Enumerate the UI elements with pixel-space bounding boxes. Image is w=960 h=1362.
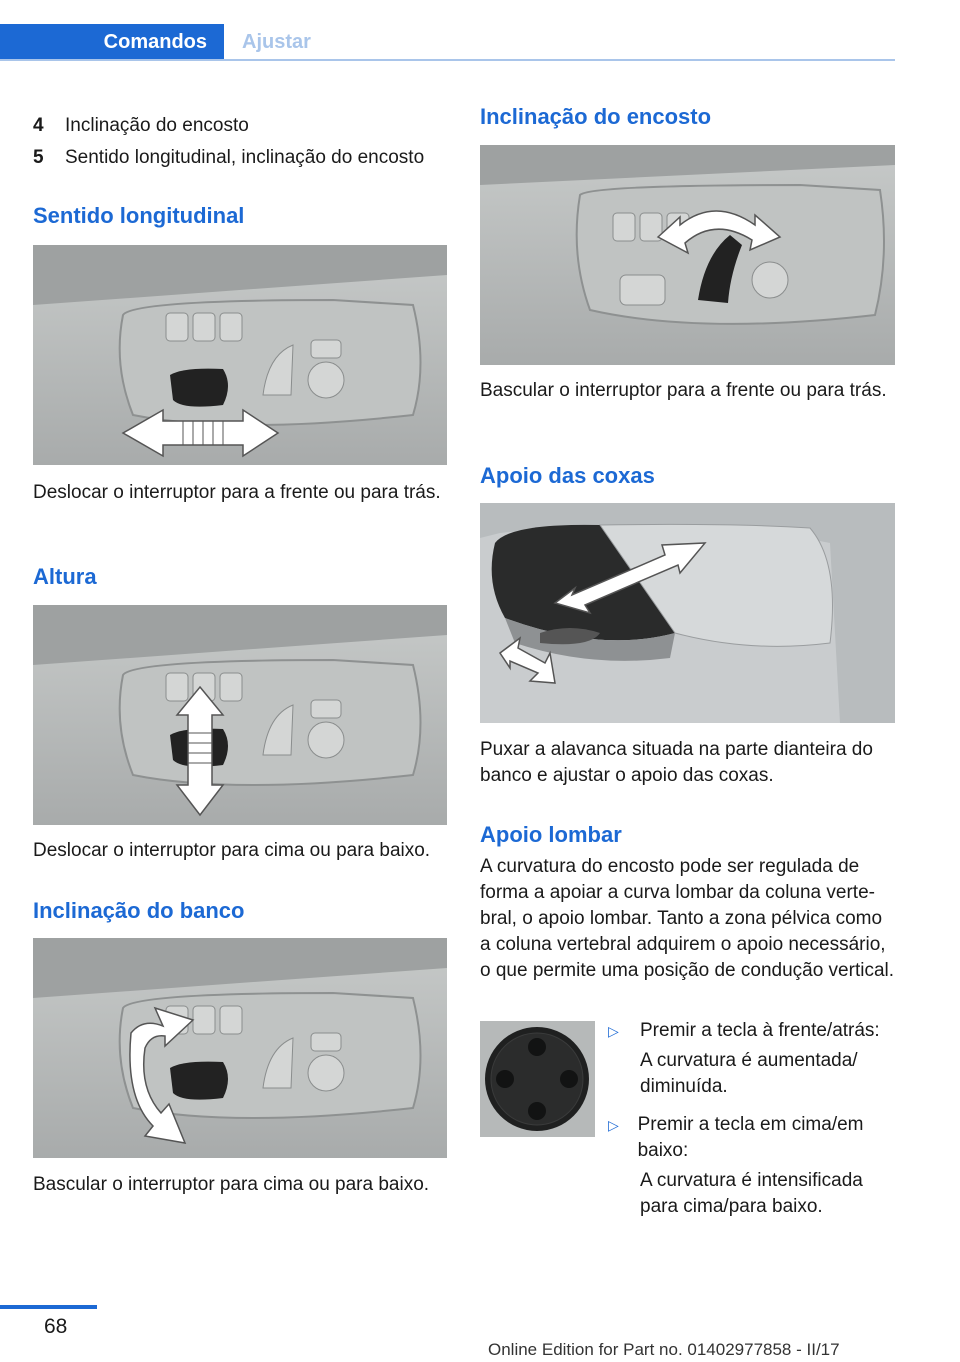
list-item: ▷ Premir a tecla em cima/em baixo: bbox=[608, 1112, 898, 1164]
heading-apoio-lombar: Apoio lombar bbox=[480, 822, 622, 847]
seat-controls-height-image bbox=[33, 605, 447, 825]
caption-longitudinal: Deslocar o interruptor para a frente ou … bbox=[33, 482, 441, 503]
triangle-bullet-icon: ▷ bbox=[608, 1117, 619, 1133]
thigh-support-image bbox=[480, 503, 895, 723]
caption-apoio-coxas: Puxar a alavanca situada na parte diante… bbox=[480, 739, 873, 786]
edition-info: Online Edition for Part no. 01402977858 … bbox=[488, 1340, 840, 1359]
lumbar-instructions: ▷ Premir a tecla à frente/atrás: A curva… bbox=[608, 1018, 898, 1220]
caption-inclinacao-banco: Bascular o interruptor para cima ou para… bbox=[33, 1174, 430, 1195]
triangle-bullet-icon: ▷ bbox=[608, 1023, 619, 1039]
tab-ajustar[interactable]: Ajustar bbox=[242, 30, 311, 53]
list-item: 4 Inclinação do encosto bbox=[33, 115, 249, 136]
caption-inclinacao-encosto: Bascular o interruptor para a frente ou … bbox=[480, 380, 887, 401]
legend-list: 4 Inclinação do encosto 5 Sentido longit… bbox=[33, 110, 447, 174]
heading-inclinacao-encosto: Inclinação do encosto bbox=[480, 104, 712, 129]
heading-inclinacao-banco: Inclinação do banco bbox=[33, 898, 245, 923]
footer-accent-line bbox=[0, 1305, 97, 1309]
caption-altura: Deslocar o interruptor para cima ou para… bbox=[33, 840, 431, 861]
seat-controls-longitudinal-image bbox=[33, 245, 447, 465]
seat-controls-tilt-image bbox=[33, 938, 447, 1158]
heading-apoio-coxas: Apoio das coxas bbox=[480, 463, 655, 488]
lumbar-support-description: A curvatura do encosto pode ser regulada… bbox=[480, 856, 895, 981]
list-item: 5 Sentido longitudinal, inclinação do en… bbox=[33, 147, 425, 168]
header-divider bbox=[0, 59, 895, 61]
page-number: 68 bbox=[44, 1315, 68, 1338]
heading-sentido-longitudinal: Sentido longitudinal bbox=[33, 203, 245, 228]
tab-comandos[interactable]: Comandos bbox=[0, 24, 224, 60]
list-item: ▷ Premir a tecla à frente/atrás: bbox=[608, 1018, 898, 1044]
heading-altura: Altura bbox=[33, 564, 97, 589]
seat-controls-backrest-image bbox=[480, 145, 895, 365]
lumbar-button-image bbox=[480, 1021, 595, 1137]
header-tabbar: Comandos Ajustar bbox=[0, 24, 895, 62]
